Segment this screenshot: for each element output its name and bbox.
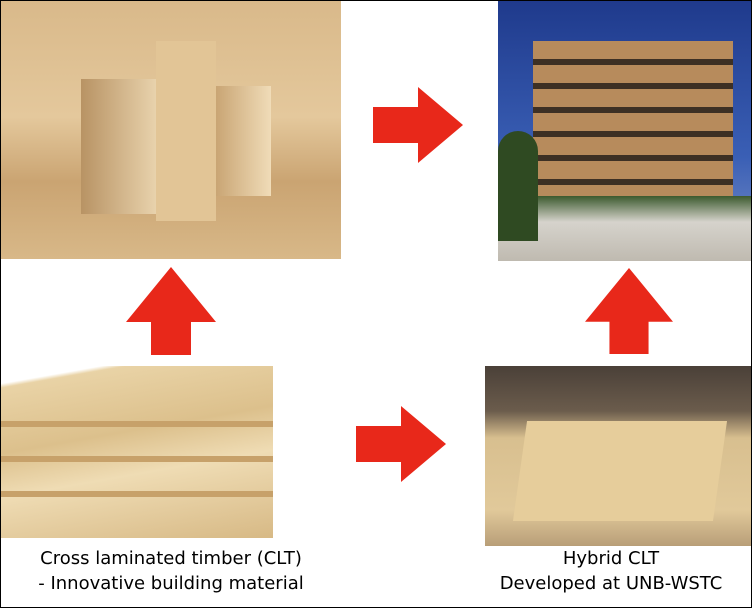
caption-line: Hybrid CLT: [562, 548, 660, 569]
hybrid-clt-caption: Hybrid CLT Developed at UNB-WSTC: [471, 546, 751, 596]
clt-building-photo: [498, 1, 751, 261]
clt-interior-photo: [1, 1, 341, 259]
caption-line: Cross laminated timber (CLT): [40, 548, 302, 569]
clt-caption: Cross laminated timber (CLT) - Innovativ…: [11, 546, 331, 596]
hybrid-clt-photo: [485, 366, 751, 546]
right-arrow-icon: [356, 406, 446, 482]
up-arrow-icon: [126, 267, 216, 355]
caption-line: Developed at UNB-WSTC: [499, 573, 723, 594]
up-arrow-icon: [585, 267, 673, 355]
caption-line: - Innovative building material: [38, 573, 304, 594]
right-arrow-icon: [373, 87, 463, 163]
clt-panel-photo: [1, 366, 273, 538]
